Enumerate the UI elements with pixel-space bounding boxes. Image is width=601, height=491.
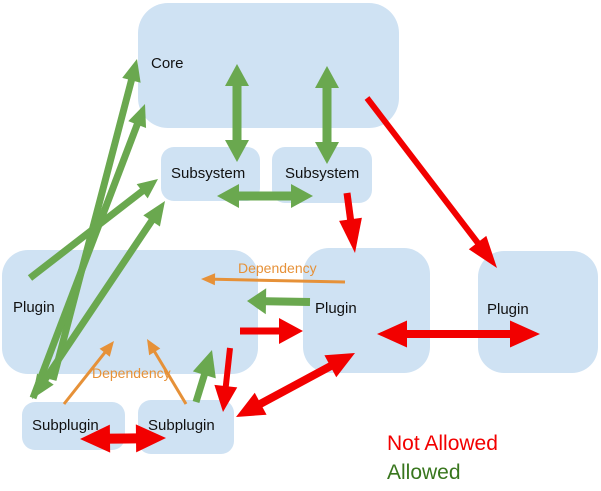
node-plugin-middle-label: Plugin xyxy=(315,300,357,317)
node-subplugin-2: Subplugin xyxy=(138,400,234,454)
node-plugin-left-label: Plugin xyxy=(13,299,55,316)
legend-not-allowed-label: Not Allowed xyxy=(387,432,498,455)
dependency-label-plugin: Dependency xyxy=(238,260,317,276)
node-core: Core xyxy=(138,3,399,128)
dependency-label-subplugin: Dependency xyxy=(92,365,171,381)
node-plugin-right: Plugin xyxy=(478,251,598,373)
node-subplugin-2-label: Subplugin xyxy=(148,417,215,434)
node-plugin-right-label: Plugin xyxy=(487,301,529,318)
legend: Not Allowed Allowed xyxy=(387,429,498,487)
node-core-label: Core xyxy=(151,55,184,72)
node-subsystem-2-label: Subsystem xyxy=(285,165,360,182)
node-plugin-middle: Plugin xyxy=(303,248,430,373)
node-subplugin-1: Subplugin xyxy=(22,402,125,450)
legend-allowed-label: Allowed xyxy=(387,461,461,484)
node-subsystem-2: Subsystem xyxy=(272,147,372,203)
node-plugin-left: Plugin xyxy=(2,250,258,374)
node-subsystem-1: Subsystem xyxy=(161,147,260,201)
edge-core-to-plugin-right-not_allowed xyxy=(364,96,497,268)
node-subplugin-1-label: Subplugin xyxy=(32,417,99,434)
node-subsystem-1-label: Subsystem xyxy=(171,165,246,182)
